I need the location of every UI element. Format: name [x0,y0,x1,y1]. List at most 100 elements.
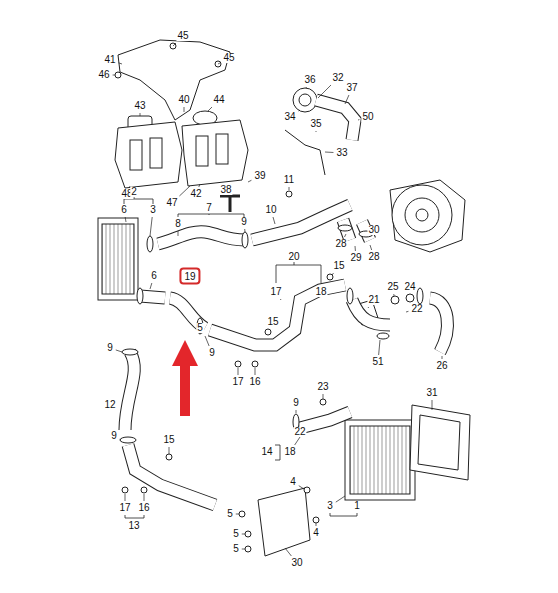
leader-line [289,187,290,190]
leader-line [119,63,122,64]
leader-line [318,85,331,98]
callout-number: 8 [174,219,182,229]
leader-line [140,113,141,116]
callout-number: 9 [240,217,248,227]
leader-line [370,245,372,250]
callout-number: 9 [110,431,118,441]
callout-number: 39 [253,171,266,181]
callout-number: 23 [316,382,329,392]
leader-line [125,217,127,222]
callout-number: 44 [212,95,225,105]
leader-line [345,234,347,237]
callout-number: 17 [118,503,131,513]
leader-line [150,217,152,236]
callout-number: 45 [176,31,189,41]
callout-box: 19 [179,268,200,285]
callout-number: 22 [410,304,423,314]
callout-number: 16 [248,377,261,387]
leader-line [336,496,345,502]
callout-number: 15 [332,261,345,271]
leader-line [236,514,239,515]
leader-line [316,523,317,526]
leader-line [248,180,251,182]
callout-number: 19 [184,271,195,282]
leader-line [280,299,282,300]
leader-line [325,152,333,153]
leader-line [393,294,394,296]
callout-number: 26 [435,361,448,371]
leader-line [150,283,152,289]
leader-line [205,336,209,346]
callout-number: 28 [334,239,347,249]
callout-number: 29 [349,253,362,263]
leader-line [295,437,300,445]
callout-number: 15 [266,317,279,327]
callout-number: 20 [287,252,300,262]
callout-number: 12 [103,400,116,410]
callout-number: 6 [150,271,158,281]
callout-number: 33 [335,148,348,158]
leader-line [269,329,271,330]
leader-line [299,486,304,489]
leader-line [355,246,356,251]
callout-number: 11 [283,175,295,185]
callout-number: 5 [196,323,204,333]
callout-number: 30 [290,558,303,568]
leader-line [113,75,115,76]
leader-line [178,231,179,236]
callout-number: 9 [106,343,114,353]
callout-number: 5 [232,529,240,539]
leader-line [173,43,176,46]
leader-line [179,186,190,196]
leader-line [358,119,359,120]
callout-number: 9 [208,348,216,358]
callout-number: 40 [177,95,190,105]
leader-line [125,494,126,501]
callout-number: 41 [103,55,116,65]
callout-number: 17 [269,287,282,297]
callout-number: 3 [149,205,157,215]
callout-number: 5 [226,509,234,519]
callout-number: 7 [205,203,213,213]
pointer-arrow [172,340,198,416]
callout-number: 21 [367,295,380,305]
leader-line [169,447,170,454]
leader-line [218,63,220,64]
callout-number: 4 [289,477,297,487]
callout-number: 3 [326,501,334,511]
callout-number: 5 [232,544,240,554]
leader-line [242,534,245,535]
callout-number: 32 [331,73,344,83]
leader-line [208,107,212,111]
callout-number: 24 [403,282,416,292]
callout-number: 35 [309,119,322,129]
callout-number: 43 [133,101,146,111]
callout-number: 50 [361,112,374,122]
callout-number: 34 [283,112,296,122]
callout-number: 1 [353,501,361,511]
callout-number: 30 [367,225,380,235]
callout-number: 36 [303,75,316,85]
leader-line [345,95,349,104]
callout-number: 38 [219,185,232,195]
bracket [124,197,357,518]
callout-number: 45 [222,53,235,63]
leader-line [242,549,245,550]
callout-number: 9 [292,398,300,408]
leader-line [406,311,408,313]
leader-line [316,131,317,132]
leader-line [116,350,122,352]
leader-line [442,356,443,359]
callout-number: 51 [371,357,384,367]
callout-number: 47 [165,198,178,208]
callout-number: 25 [386,282,399,292]
leader-line [184,107,185,112]
callout-number: 15 [162,435,175,445]
callout-number: 4 [312,528,320,538]
leader-line [238,368,239,375]
leader-line [306,87,308,88]
leader-line [332,273,334,275]
leader-line [323,394,324,399]
leader-line [285,548,291,556]
callout-number: 46 [97,70,110,80]
